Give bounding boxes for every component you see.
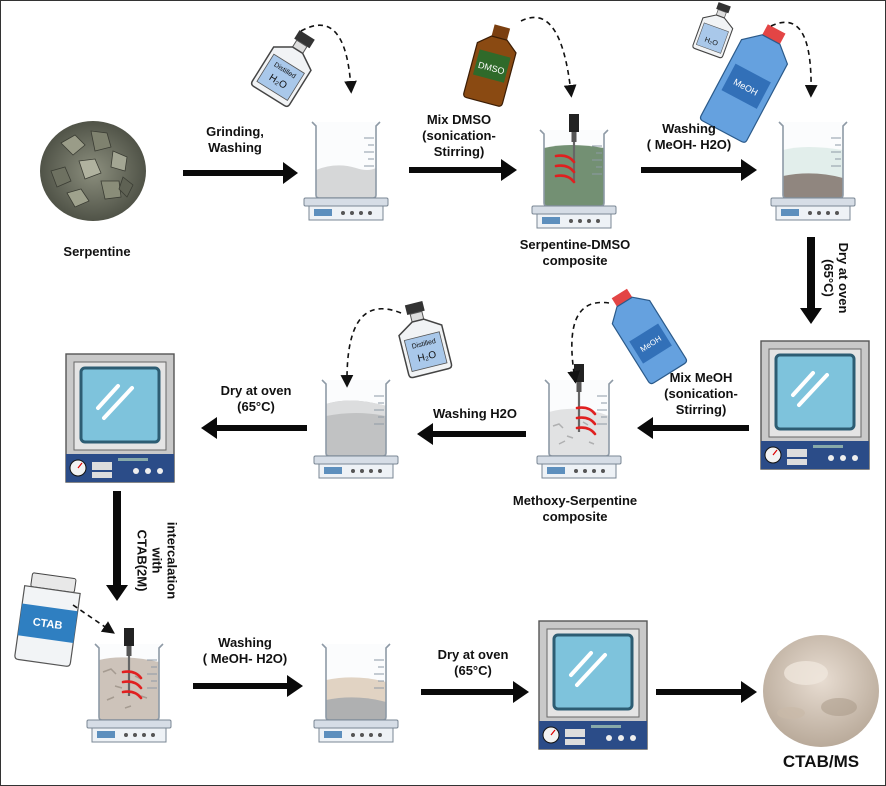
label-washing-h2o-text: Washing H2O: [432, 406, 518, 421]
pour-arrow-1: [300, 24, 357, 94]
arrow-final: [656, 681, 757, 703]
caption-serpentine: Serpentine: [57, 244, 137, 260]
label-mix-meoh-line3: Stirring): [675, 402, 727, 417]
label-mix-meoh: Mix MeOH (sonication- Stirring): [653, 370, 749, 418]
oven-bottom: [537, 619, 649, 751]
arrow-dry-3: [421, 681, 529, 703]
label-mix-dmso: Mix DMSO (sonication- Stirring): [411, 112, 507, 160]
label-dry-3-line2: (65°C): [454, 663, 492, 678]
label-washing-h2o: Washing H2O: [425, 406, 525, 422]
arrow-mix-dmso: [409, 159, 517, 181]
bottle-small-water-label: H₂O: [703, 35, 719, 48]
arrow-dry-1: [800, 237, 822, 324]
label-dry-1: Dry at oven (65°C): [821, 228, 851, 328]
dmso-bottle: DMSO: [463, 24, 517, 107]
ctab-jar: CTAB: [14, 572, 81, 667]
beaker-washing: [770, 121, 856, 221]
caption-methoxy: Methoxy-Serpentine composite: [505, 493, 645, 525]
meoh-bottle: MeOH: [699, 24, 789, 143]
caption-methoxy-line1: Methoxy-Serpentine: [512, 493, 638, 508]
distilled-water-bottle: Distilled H₂O: [249, 22, 327, 109]
label-washing-2-line2: ( MeOH- H2O): [202, 651, 288, 666]
bottle-label-ctab: CTAB: [32, 616, 63, 632]
arrow-mix-meoh: [637, 417, 749, 439]
caption-serpentine-text: Serpentine: [63, 244, 131, 259]
label-grinding-line1: Grinding,: [206, 124, 264, 139]
serpentine-rock-pile: [40, 121, 146, 221]
meoh-bottle-2: MeOH: [611, 288, 688, 385]
arrow-washing-h2o: [417, 423, 526, 445]
label-dry-1-line1: Dry at oven: [836, 242, 851, 314]
beaker-ctab: [86, 626, 172, 743]
pour-arrow-5: [340, 308, 402, 388]
label-intercalation-line2: with: [149, 547, 165, 574]
bottle2-label-water: H₂O: [417, 349, 438, 364]
pour-arrow-2: [520, 16, 577, 98]
pour-arrow-6: [72, 604, 115, 634]
label-washing-1-line1: Washing: [662, 121, 716, 136]
label-washing-2-line1: Washing: [218, 635, 272, 650]
distilled-bottle-small: H₂O: [691, 1, 741, 59]
pour-arrow-4: [567, 301, 610, 384]
caption-final-product-text: CTAB/MS: [782, 752, 860, 771]
beaker-ctab-washing: [313, 643, 399, 743]
label-mix-meoh-line1: Mix MeOH: [669, 370, 733, 385]
label-mix-dmso-line1: Mix DMSO: [426, 112, 492, 127]
distilled-bottle-2: Distilled H₂O: [391, 297, 454, 380]
oven-right: [759, 339, 871, 471]
caption-serpentine-dmso-line2: composite: [542, 253, 608, 268]
label-mix-dmso-line2: (sonication-: [422, 128, 496, 143]
label-dry-2-line1: Dry at oven: [220, 383, 292, 398]
label-dry-2: Dry at oven (65°C): [211, 383, 301, 415]
caption-serpentine-dmso-line1: Serpentine-DMSO: [519, 237, 631, 252]
label-washing-1-line2: ( MeOH- H2O): [646, 137, 732, 152]
label-mix-meoh-line2: (sonication-: [664, 386, 738, 401]
label-dry-3-line1: Dry at oven: [437, 647, 509, 662]
arrow-washing-2: [193, 675, 303, 697]
arrow-dry-2: [201, 417, 307, 439]
beaker-washing-h2o: [313, 379, 399, 479]
caption-serpentine-dmso: Serpentine-DMSO composite: [515, 237, 635, 269]
label-washing-1: Washing ( MeOH- H2O): [641, 121, 737, 153]
arrow-intercalation: [106, 491, 128, 601]
arrow-grinding: [183, 162, 298, 184]
caption-final-product: CTAB/MS: [769, 752, 873, 771]
ctab-ms-powder: [763, 635, 879, 747]
label-mix-dmso-line3: Stirring): [433, 144, 485, 159]
caption-methoxy-line2: composite: [542, 509, 608, 524]
label-intercalation: intercalation with CTAB(2M): [135, 511, 180, 611]
label-washing-2: Washing ( MeOH- H2O): [197, 635, 293, 667]
label-intercalation-line1: intercalation: [164, 521, 180, 600]
beaker-dmso: [531, 112, 617, 229]
arrow-washing-1: [641, 159, 757, 181]
label-intercalation-line3: CTAB(2M): [134, 529, 150, 592]
label-dry-3: Dry at oven (65°C): [425, 647, 521, 679]
label-grinding: Grinding, Washing: [189, 124, 281, 156]
beaker-methoxy: [536, 362, 622, 479]
label-grinding-line2: Washing: [208, 140, 262, 155]
label-dry-2-line2: (65°C): [237, 399, 275, 414]
label-dry-1-line2: (65°C): [821, 259, 836, 297]
beaker-water: [303, 121, 389, 221]
oven-left: [64, 352, 176, 484]
